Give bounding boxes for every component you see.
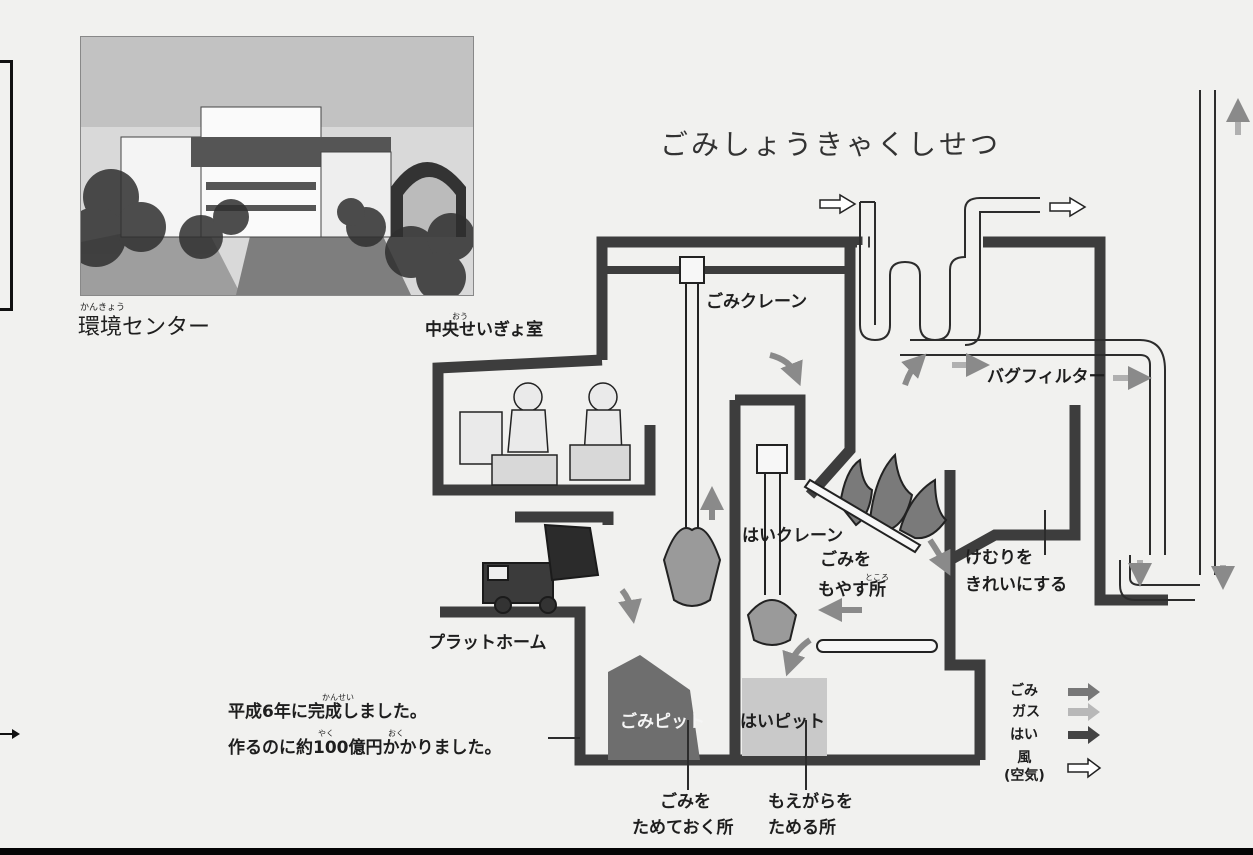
clean-smoke-label-1: けむりを [965, 548, 1033, 568]
burn-place-label-2: もやす所 [818, 580, 886, 600]
legend-air: 風 (空気) [1004, 750, 1045, 784]
platform-label: プラットホーム [428, 633, 547, 653]
ash-store-label-1: もえがらを [768, 792, 853, 812]
note-line2-ruby-1: やく [318, 729, 334, 738]
legend-gas: ガス [1012, 704, 1040, 720]
left-edge-mark [0, 60, 13, 311]
photo-caption: 環境センター [78, 315, 211, 340]
garbage-crane-label: ごみクレーン [706, 292, 808, 312]
note-line1: 平成6年に完成しました。 [228, 702, 427, 722]
ash-crane-label: はいクレーン [742, 526, 844, 546]
garbage-pit-label: ごみピット [620, 712, 705, 732]
control-room-ruby: おう [452, 312, 468, 321]
control-room-label: 中央せいぎょ室 [425, 320, 544, 340]
pointer-arrow-icon [0, 725, 20, 744]
note-line2: 作るのに約100億円かかりました。 [228, 738, 502, 758]
diagram-title: ごみしょうきゃくしせつ [660, 128, 1002, 161]
photo-caption-ruby: かんきょう [80, 303, 126, 313]
environment-center-photo [80, 36, 474, 296]
burn-place-label-1: ごみを [820, 550, 871, 570]
ash-store-label-2: ためる所 [768, 818, 836, 838]
burn-place-ruby: ところ [865, 573, 889, 582]
bag-filter-label: バグフィルター [987, 367, 1106, 387]
legend-garbage: ごみ [1010, 683, 1038, 699]
garbage-store-label-1: ごみを [660, 792, 711, 812]
bottom-edge-bar [0, 848, 1253, 855]
note-line1-ruby: かんせい [322, 693, 354, 702]
note-line2-ruby-2: おく [388, 729, 404, 738]
clean-smoke-label-2: きれいにする [965, 575, 1068, 595]
garbage-store-label-2: ためておく所 [632, 818, 734, 838]
legend-ash: はい [1010, 727, 1038, 743]
ash-pit-label: はいピット [740, 712, 825, 732]
